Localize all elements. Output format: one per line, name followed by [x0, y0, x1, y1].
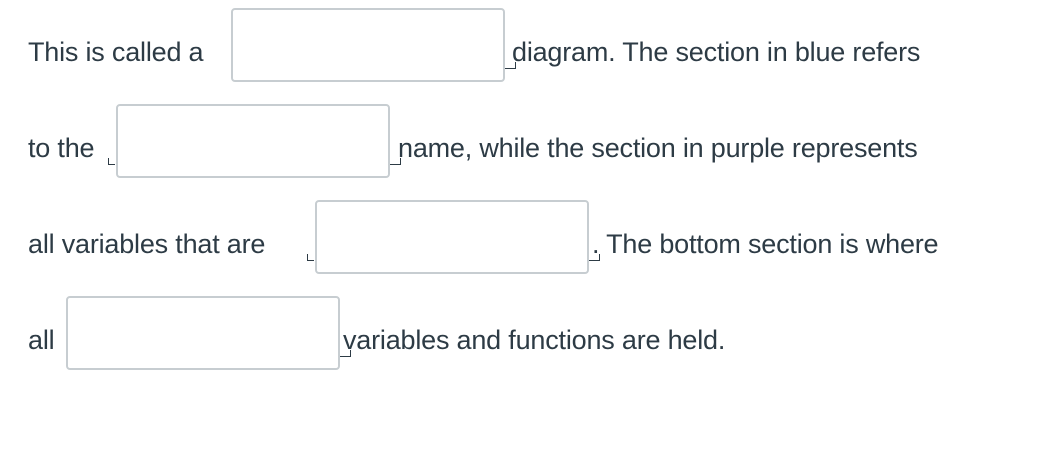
line-4-text-after: variables and functions are held.: [343, 325, 726, 355]
blank-4-input[interactable]: [66, 296, 340, 370]
blank-1-input[interactable]: [231, 8, 505, 82]
blank-1-end-tick: [505, 62, 516, 69]
blank-3-input[interactable]: [315, 200, 589, 274]
line-4-text-before: all: [28, 325, 55, 355]
line-3-text-after: . The bottom section is where: [592, 229, 939, 259]
blank-3-start-tick: [307, 254, 314, 261]
blank-3-end-tick: [589, 254, 600, 261]
blank-2-input[interactable]: [116, 104, 390, 178]
line-3-text-before: all variables that are: [28, 229, 266, 259]
line-2-text-after: name, while the section in purple repres…: [398, 133, 918, 163]
line-1-text-after: diagram. The section in blue refers: [512, 37, 921, 67]
blank-2-start-tick: [108, 158, 115, 165]
line-2-text-before: to the: [28, 133, 95, 163]
blank-2-end-tick: [390, 158, 401, 165]
blank-4-end-tick: [340, 350, 351, 357]
line-1-text-before: This is called a: [28, 37, 204, 67]
